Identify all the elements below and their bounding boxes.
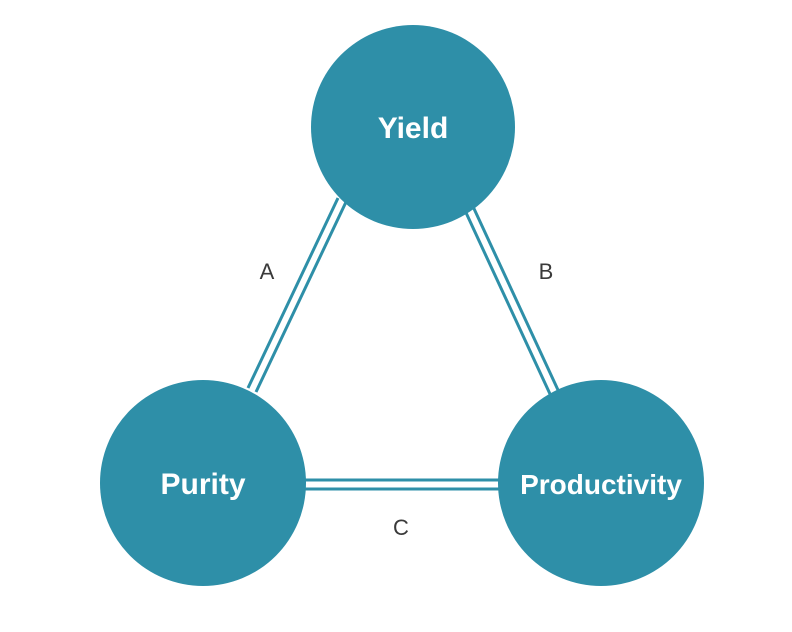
node-productivity-label: Productivity — [520, 469, 682, 500]
edge-b-label: B — [539, 259, 554, 284]
edge-c — [300, 478, 502, 491]
node-purity-label: Purity — [160, 468, 245, 501]
edge-a — [246, 197, 348, 393]
node-purity: Purity — [100, 380, 306, 586]
edge-a-label: A — [260, 259, 275, 284]
node-yield: Yield — [311, 25, 515, 229]
edge-c-label: C — [393, 515, 409, 540]
node-productivity: Productivity — [498, 380, 704, 586]
edge-b — [460, 199, 560, 395]
node-yield-label: Yield — [378, 112, 449, 145]
